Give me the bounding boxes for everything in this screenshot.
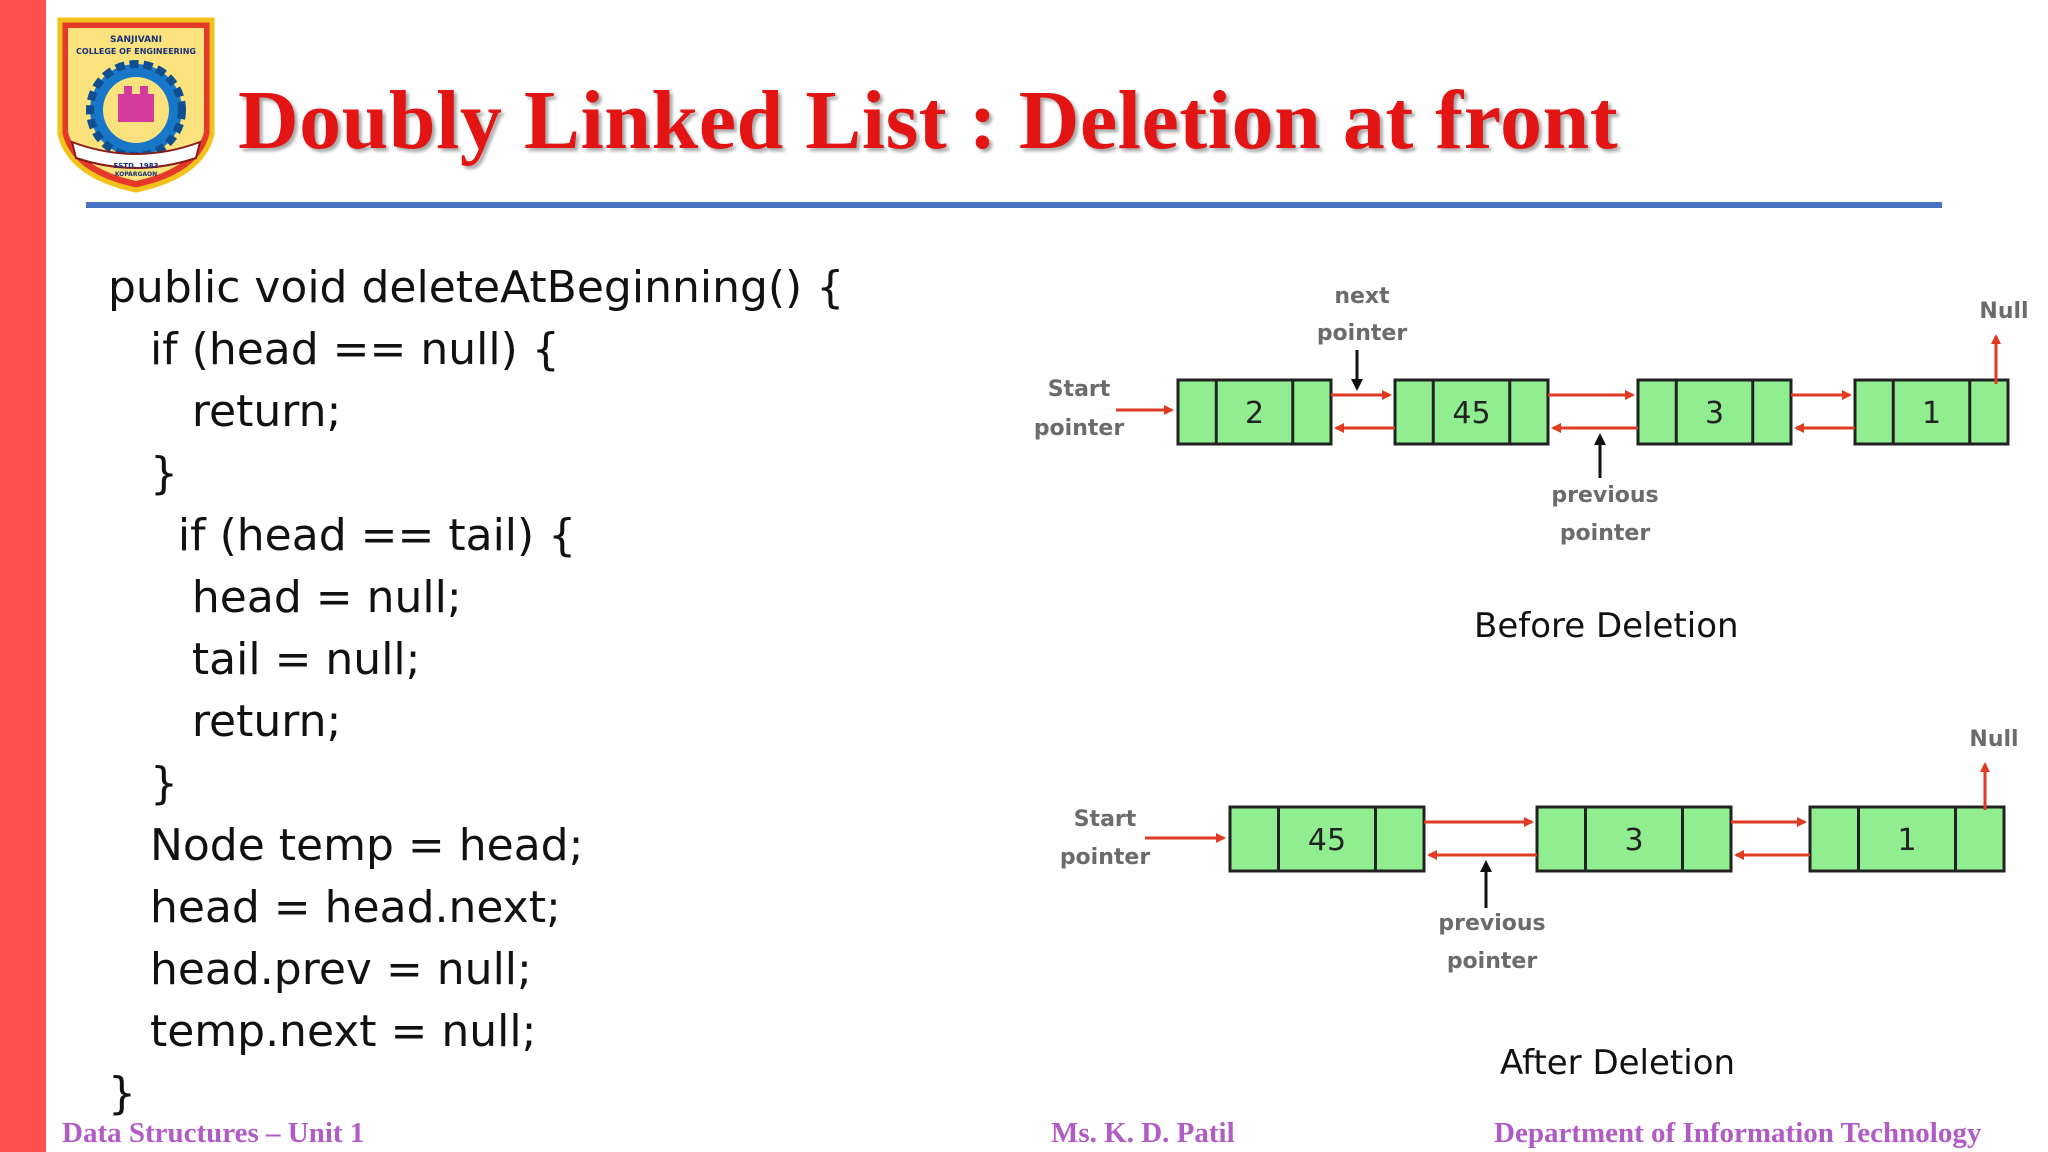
code-line: } (108, 758, 178, 809)
after-node: 1 (1808, 805, 2006, 873)
footer-course: Data Structures – Unit 1 (62, 1117, 365, 1149)
before-prev-label-2: pointer (1560, 521, 1651, 546)
before-prev-label-1: previous (1551, 483, 1658, 508)
logo-name-line1: SANJIVANI (110, 35, 162, 45)
before-deletion-caption: Before Deletion (1474, 606, 1739, 646)
code-line: } (108, 448, 178, 499)
before-next-label-2: pointer (1317, 321, 1408, 346)
code-line: if (head == null) { (108, 324, 560, 375)
before-node: 1 (1853, 378, 2010, 446)
code-line: tail = null; (108, 634, 421, 685)
code-line: return; (108, 696, 342, 747)
after-node: 3 (1535, 805, 1733, 873)
code-line: return; (108, 386, 342, 437)
code-line: } (108, 1068, 136, 1119)
code-line: head.prev = null; (108, 944, 532, 995)
code-line: if (head == tail) { (108, 510, 577, 561)
before-start-label-2: pointer (1034, 416, 1125, 441)
after-null-label: Null (1969, 727, 2018, 752)
before-node: 3 (1636, 378, 1793, 446)
before-node-value: 45 (1452, 396, 1490, 431)
after-deletion-diagram: Start pointer previous pointer Null 45 3 1 (1060, 727, 2019, 974)
before-null-label: Null (1979, 299, 2028, 324)
logo-place: KOPARGAON (115, 171, 157, 178)
before-next-label-1: next (1334, 284, 1390, 309)
left-accent-bar (0, 0, 46, 1152)
after-start-label-1: Start (1074, 807, 1137, 832)
college-logo-icon: SANJIVANI COLLEGE OF ENGINEERING ESTD. 1… (57, 17, 215, 193)
before-start-label-1: Start (1048, 377, 1111, 402)
title-divider (86, 202, 1942, 208)
code-line: public void deleteAtBeginning() { (108, 262, 845, 313)
before-node-value: 2 (1245, 396, 1264, 431)
after-node-value: 1 (1897, 823, 1916, 858)
footer-author: Ms. K. D. Patil (1051, 1117, 1235, 1149)
footer-department: Department of Information Technology (1494, 1117, 1982, 1149)
code-line: Node temp = head; (108, 820, 584, 871)
after-prev-label-1: previous (1438, 911, 1545, 936)
logo-name-line2: COLLEGE OF ENGINEERING (76, 47, 196, 56)
before-node-value: 1 (1922, 396, 1941, 431)
after-prev-label-2: pointer (1447, 949, 1538, 974)
code-line: head = head.next; (108, 882, 561, 933)
after-node-value: 3 (1624, 823, 1643, 858)
before-node: 2 (1176, 378, 1333, 446)
slide-title: Doubly Linked List : Deletion at front (238, 74, 1619, 167)
before-deletion-diagram: Start pointer next pointer previous poin… (1034, 284, 2029, 546)
code-block: public void deleteAtBeginning() { if (he… (108, 257, 844, 1125)
before-node-value: 3 (1705, 396, 1724, 431)
before-node: 45 (1393, 378, 1550, 446)
code-line: head = null; (108, 572, 462, 623)
after-start-label-2: pointer (1060, 845, 1151, 870)
after-node-value: 45 (1308, 823, 1346, 858)
code-line: temp.next = null; (108, 1006, 537, 1057)
after-node: 45 (1228, 805, 1426, 873)
after-deletion-caption: After Deletion (1500, 1043, 1736, 1083)
logo-estd: ESTD. 1983 (114, 162, 159, 170)
